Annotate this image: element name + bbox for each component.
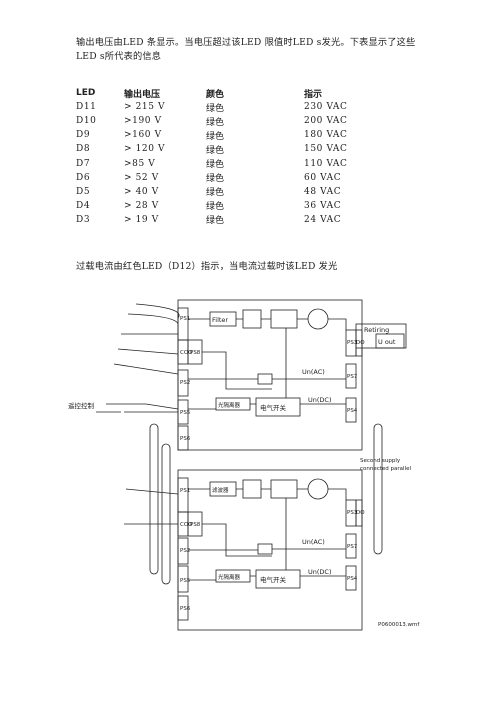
header-voltage: 输出电压 [124, 89, 161, 100]
header-indication: 指示 [304, 89, 323, 100]
u-ps8: PS8 [190, 350, 201, 356]
cell-voltage: > 52 V [124, 172, 159, 183]
block-diagram: PS1 COO PS2 PS5 PS6 PS8 PS3 DO PS7 PS4 F… [68, 299, 420, 631]
table-header: LED 输出电压 颜色 指示 [76, 86, 374, 100]
u-ps7: PS7 [347, 374, 358, 380]
intro-paragraph: 输出电压由LED 条显示。当电压超过该LED 限值时LED s发光。下表显示了这… [76, 37, 416, 62]
u-retiring: Retiring [364, 326, 389, 334]
file-ref: P0600013.wmf [378, 622, 420, 628]
cell-voltage: > 19 V [124, 214, 159, 225]
cell-indication: 150 VAC [304, 144, 348, 155]
cell-voltage: > 215 V [124, 102, 166, 113]
cell-color: 绿色 [206, 117, 225, 128]
u-ps3: PS3 [347, 340, 358, 346]
cell-led: D9 [76, 130, 91, 141]
l-un-dc: Un(DC) [308, 568, 332, 576]
l-ps2: PS2 [180, 548, 190, 554]
l-ps8: PS8 [190, 522, 201, 528]
cell-color: 绿色 [206, 145, 225, 156]
cell-color: 绿色 [206, 131, 225, 142]
overload-note: 过载电流由红色LED（D12）指示，当电流过载时该LED 发光 [76, 261, 338, 272]
cell-led: D7 [76, 158, 91, 169]
cell-color: 绿色 [206, 202, 225, 213]
cell-indication: 48 VAC [304, 186, 342, 197]
l-ps6: PS6 [180, 606, 191, 612]
cell-color: 绿色 [206, 160, 225, 171]
cell-voltage: >190 V [124, 116, 162, 127]
l-do: DO [356, 510, 365, 516]
cell-voltage: >85 V [124, 158, 156, 169]
ext-control-label: 遥控控制 [68, 401, 95, 410]
cell-indication: 200 VAC [304, 116, 348, 127]
l-ps7: PS7 [347, 544, 358, 550]
cell-indication: 36 VAC [304, 200, 342, 211]
cell-voltage: > 40 V [124, 186, 159, 197]
u-do: DO [356, 340, 365, 346]
cell-color: 绿色 [206, 188, 225, 199]
cell-indication: 180 VAC [304, 130, 348, 141]
l-filter: 滤波器 [212, 486, 229, 494]
led-table: LED 输出电压 颜色 指示 D11 > 215 V 绿色 230 VAC D10 >19… [76, 86, 374, 227]
table-row: D3 > 19 V 绿色 24 VAC [76, 213, 374, 227]
u-ps2: PS2 [180, 380, 190, 386]
table-row: D10 >190 V 绿色 200 VAC [76, 114, 374, 128]
cell-led: D4 [76, 200, 91, 211]
l-ps1: PS1 [180, 488, 190, 494]
u-filter: Filter [212, 316, 228, 324]
l-switch: 电气开关 [260, 575, 287, 584]
u-uout: U out [378, 338, 396, 346]
u-ps1: PS1 [180, 316, 190, 322]
u-un-dc: Un(DC) [308, 396, 332, 404]
cell-led: D3 [76, 214, 91, 225]
u-coo: COO [180, 350, 193, 356]
l-coo: COO [180, 522, 193, 528]
cell-indication: 230 VAC [304, 102, 348, 113]
u-ps4: PS4 [347, 408, 358, 414]
header-led: LED [76, 88, 96, 99]
second-supply-1: Second supply [360, 458, 401, 464]
l-opto: 光隔离器 [218, 573, 241, 581]
table-row: D7 >85 V 绿色 110 VAC [76, 156, 374, 171]
l-ps3: PS3 [347, 510, 358, 516]
cell-indication: 110 VAC [304, 158, 348, 169]
cell-led: D5 [76, 186, 91, 197]
table-row: D5 > 40 V 绿色 48 VAC [76, 185, 374, 199]
u-opto: 光隔离器 [218, 401, 241, 409]
cell-voltage: >160 V [124, 130, 162, 141]
cell-led: D11 [76, 102, 97, 113]
cell-color: 绿色 [206, 216, 225, 227]
upper-module-frame [177, 299, 363, 451]
l-un-ac: Un(AC) [302, 538, 325, 546]
cell-color: 绿色 [206, 174, 225, 185]
cell-voltage: > 120 V [124, 144, 166, 155]
u-switch: 电气开关 [260, 403, 287, 412]
cell-indication: 60 VAC [304, 172, 342, 183]
cell-voltage: > 28 V [124, 200, 159, 211]
table-row: D6 > 52 V 绿色 60 VAC [76, 171, 374, 185]
cell-led: D6 [76, 172, 91, 183]
table-row: D8 > 120 V 绿色 150 VAC [76, 142, 374, 156]
header-color: 颜色 [206, 89, 225, 100]
table-row: D11 > 215 V 绿色 230 VAC [76, 100, 374, 114]
table-row: D9 >160 V 绿色 180 VAC [76, 128, 374, 142]
cell-led: D8 [76, 144, 91, 155]
table-row: D4 > 28 V 绿色 36 VAC [76, 199, 374, 213]
cell-led: D10 [76, 116, 97, 127]
cell-indication: 24 VAC [304, 214, 342, 225]
u-ps5: PS5 [180, 410, 191, 416]
u-un-ac: Un(AC) [302, 368, 325, 376]
l-ps4: PS4 [347, 576, 358, 582]
u-ps6: PS6 [180, 436, 191, 442]
second-supply-2: connected parallel [360, 466, 411, 472]
l-ps5: PS5 [180, 578, 191, 584]
cell-color: 绿色 [206, 103, 225, 114]
